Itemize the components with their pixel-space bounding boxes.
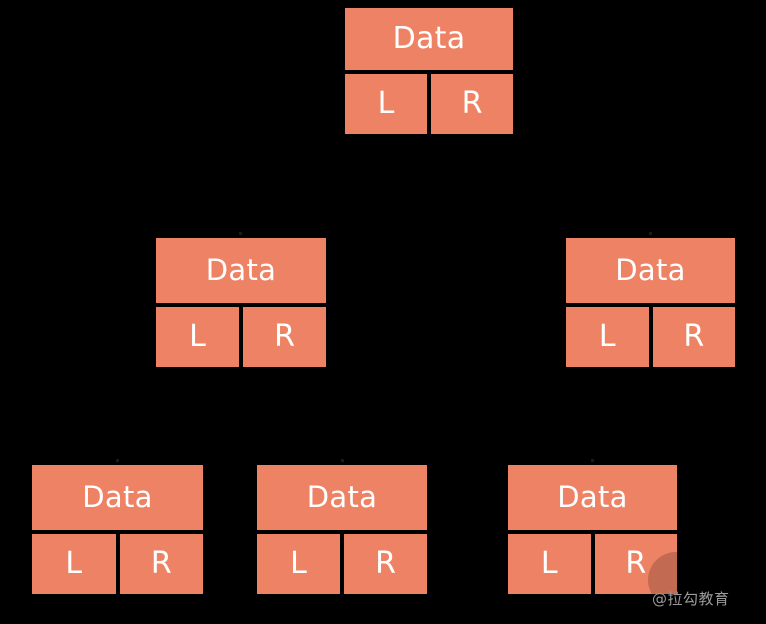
node-row-divider	[508, 530, 677, 534]
node-left-pointer[interactable]: L	[566, 307, 649, 367]
connector-nub	[341, 459, 344, 462]
node-right-pointer[interactable]: R	[344, 534, 427, 594]
node-right-pointer[interactable]: R	[243, 307, 326, 367]
node-left-pointer[interactable]: L	[156, 307, 239, 367]
node-row-divider	[257, 530, 427, 534]
connector-nub	[239, 232, 242, 235]
node-right-pointer[interactable]: R	[594, 534, 677, 594]
connector-nub	[649, 232, 652, 235]
node-data-field: Data	[257, 465, 427, 530]
node-left-pointer[interactable]: L	[345, 74, 427, 134]
node-left-pointer[interactable]: L	[32, 534, 116, 594]
node-data-field: Data	[566, 238, 735, 303]
node-data-field: Data	[32, 465, 203, 530]
node-data-field: Data	[345, 8, 513, 70]
node-row-divider	[156, 303, 326, 307]
node-right-pointer[interactable]: R	[652, 307, 735, 367]
node-row-divider	[32, 530, 203, 534]
watermark-text: @拉勾教育	[652, 590, 730, 608]
connector-nub	[116, 459, 119, 462]
node-row-divider	[345, 70, 513, 74]
node-left-pointer[interactable]: L	[508, 534, 591, 594]
node-right-pointer[interactable]: R	[119, 534, 203, 594]
node-data-field: Data	[156, 238, 326, 303]
connector-nub	[591, 459, 594, 462]
node-row-divider	[566, 303, 735, 307]
node-left-pointer[interactable]: L	[257, 534, 340, 594]
node-data-field: Data	[508, 465, 677, 530]
node-right-pointer[interactable]: R	[431, 74, 513, 134]
